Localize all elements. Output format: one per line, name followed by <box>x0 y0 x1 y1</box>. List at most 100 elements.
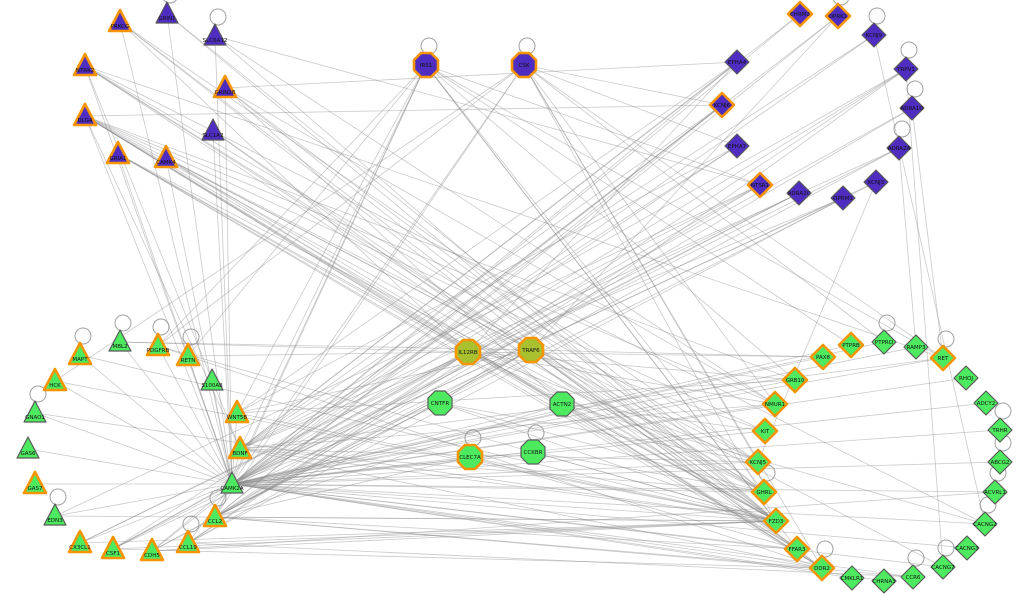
node-adra2c[interactable]: ADRA2C <box>786 180 812 206</box>
node-ramp3[interactable]: RAMP3 <box>903 334 929 360</box>
node-edn3[interactable]: EDN3 <box>43 503 67 526</box>
node-bdnf[interactable]: BDNF <box>227 435 253 460</box>
edge <box>469 456 777 522</box>
node-trpv1[interactable]: TRPV1 <box>893 56 919 82</box>
node-kcnj9[interactable]: KCNJ9 <box>861 22 887 48</box>
self-loop <box>878 314 896 332</box>
node-ptprb[interactable]: PTPRB <box>837 331 865 359</box>
edge <box>214 15 839 518</box>
node-cckbr[interactable]: CCKBR <box>520 439 546 465</box>
node-csf1[interactable]: CSF1 <box>100 535 126 560</box>
node-label: NTRK2 <box>76 68 94 74</box>
node-grin2b[interactable]: GRIN2B <box>212 74 238 99</box>
node-acvrl1[interactable]: ACVRL1 <box>982 479 1008 505</box>
node-gnao1[interactable]: GNAO1 <box>23 400 47 423</box>
node-gas7[interactable]: GAS7 <box>22 470 48 495</box>
node-ffar3[interactable]: FFAR3 <box>783 535 811 563</box>
node-shape-triangle <box>16 436 40 459</box>
node-cmklr1[interactable]: CMKLR1 <box>839 565 865 591</box>
node-cx3cl1[interactable]: CX3CL1 <box>67 529 93 554</box>
node-epha7[interactable]: EPHA7 <box>724 133 750 159</box>
node-kit[interactable]: KIT <box>751 417 779 445</box>
node-ntsr1[interactable]: NTSR1 <box>746 171 774 199</box>
self-loop <box>209 8 227 26</box>
edge <box>151 520 777 552</box>
node-ccl2[interactable]: CCL2 <box>202 503 228 528</box>
edge <box>84 65 765 493</box>
node-ret[interactable]: RET <box>929 344 957 372</box>
node-cdh5[interactable]: CDH5 <box>139 537 165 562</box>
self-loop <box>868 7 886 25</box>
node-mapt[interactable]: MAPT <box>67 341 93 366</box>
node-chrm2[interactable]: CHRM2 <box>786 0 814 28</box>
node-ddr2[interactable]: DDR2 <box>808 554 836 582</box>
edge <box>231 346 917 485</box>
node-csk[interactable]: CSK <box>510 51 538 79</box>
node-camk4[interactable]: CAMK4 <box>153 144 179 169</box>
node-actn2[interactable]: ACTN2 <box>549 391 575 417</box>
node-cacng3[interactable]: CACNG3 <box>954 535 980 561</box>
node-wnt5b[interactable]: WNT5B <box>224 399 250 424</box>
node-slc6a12[interactable]: SLC6A12 <box>203 23 228 46</box>
node-dlg4[interactable]: DLG4 <box>72 102 98 127</box>
node-gas6[interactable]: GAS6 <box>16 436 40 459</box>
node-kcnj3[interactable]: KCNJ3 <box>863 169 889 195</box>
edge <box>224 87 765 493</box>
edge <box>757 181 877 463</box>
node-clec7a[interactable]: CLEC7A <box>456 443 484 471</box>
node-ntrk2[interactable]: NTRK2 <box>72 52 98 77</box>
edge <box>231 483 944 568</box>
node-prkcg[interactable]: PRKCG <box>107 8 133 33</box>
edge <box>165 157 823 569</box>
node-grin1[interactable]: GRIN1 <box>155 1 179 24</box>
edge <box>231 483 914 578</box>
node-adra1d[interactable]: ADRA1D <box>899 95 925 121</box>
node-traf6[interactable]: TRAF6 <box>517 336 545 364</box>
node-pdgfrb[interactable]: PDGFRB <box>145 332 171 357</box>
edge <box>187 520 777 544</box>
node-pax8[interactable]: PAX8 <box>809 343 837 371</box>
node-nmur1[interactable]: NMUR1 <box>761 390 789 418</box>
node-epha4[interactable]: EPHA4 <box>724 49 750 75</box>
node-cntfr[interactable]: CNTFR <box>427 390 453 416</box>
node-cacng7[interactable]: CACNG7 <box>930 554 956 580</box>
node-retn[interactable]: RETN <box>175 342 201 367</box>
node-shape-triangle <box>155 1 179 24</box>
node-mbl2[interactable]: MBL2 <box>108 329 132 352</box>
node-label: MAPT <box>72 357 88 363</box>
node-shape-diamond <box>982 479 1008 505</box>
node-ghrl[interactable]: GHRL <box>750 478 778 506</box>
node-s100a8[interactable]: S100A8 <box>200 368 224 391</box>
node-abcg2[interactable]: ABCG2 <box>987 449 1013 475</box>
node-rhoj[interactable]: RHOJ <box>953 365 979 391</box>
node-oprm1[interactable]: OPRM1 <box>830 185 856 211</box>
node-camk2a[interactable]: CAMK2A <box>220 471 244 494</box>
node-cacng2[interactable]: CACNG2 <box>972 511 998 537</box>
node-chrna3[interactable]: CHRNA3 <box>871 568 897 594</box>
edge <box>561 403 766 432</box>
node-trhr[interactable]: TRHR <box>987 417 1013 443</box>
edge <box>231 379 796 485</box>
self-loop <box>816 540 834 558</box>
node-il12rb[interactable]: IL12RB <box>454 338 482 366</box>
node-ptpro[interactable]: PTPRO <box>871 329 897 355</box>
node-adcy2[interactable]: ADCY2 <box>973 390 999 416</box>
node-slc1a2[interactable]: SLC1A2 <box>201 118 225 141</box>
edge <box>231 402 987 485</box>
node-shape-diamond <box>809 343 837 371</box>
node-adra2a[interactable]: ADRA2A <box>886 135 912 161</box>
node-fzd3[interactable]: FZD3 <box>762 507 790 535</box>
node-kcnj5[interactable]: KCNJ5 <box>744 448 772 476</box>
node-grb10[interactable]: GRB10 <box>781 366 809 394</box>
node-gria1[interactable]: GRIA1 <box>105 140 131 165</box>
edge <box>84 115 798 550</box>
node-hck[interactable]: HCK <box>42 367 68 392</box>
node-ccr6[interactable]: CCR6 <box>900 564 926 590</box>
node-ccl19[interactable]: CCL19 <box>175 529 201 554</box>
node-irs1[interactable]: IRS1 <box>412 51 440 79</box>
node-kcnj6[interactable]: KCNJ6 <box>708 91 736 119</box>
node-oprk1[interactable]: OPRK1 <box>824 2 852 30</box>
